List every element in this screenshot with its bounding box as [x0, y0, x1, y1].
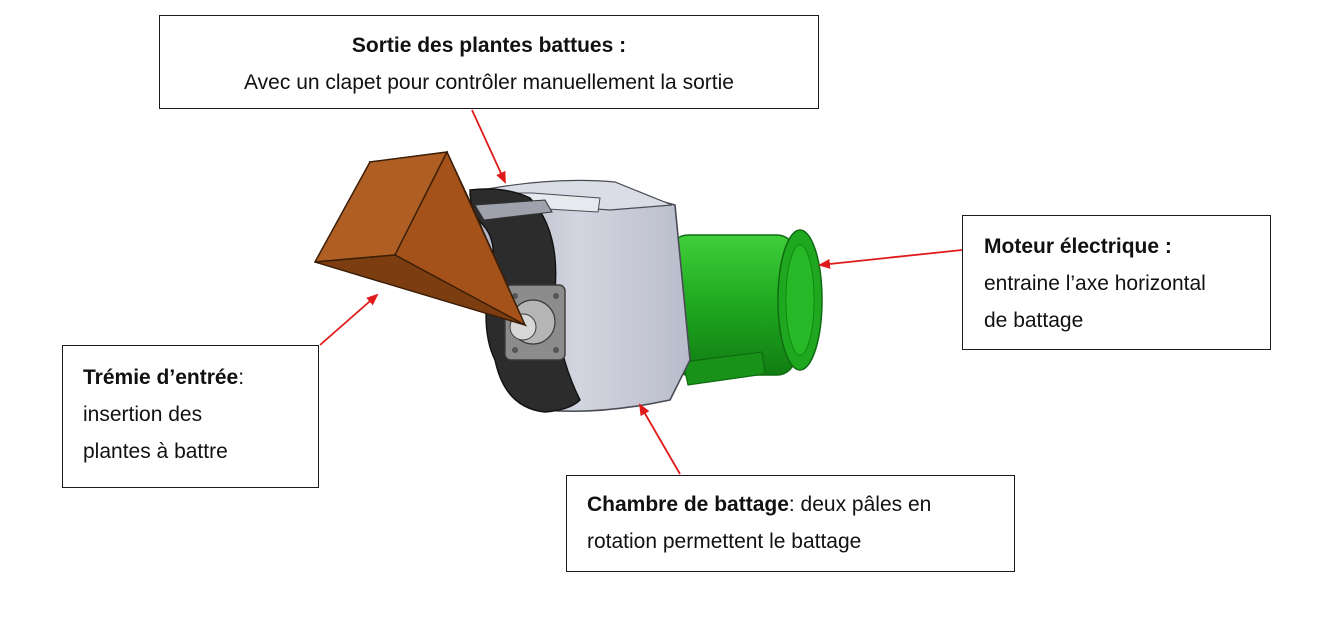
electric-motor — [669, 229, 823, 386]
callout-tremie-title: Trémie d’entrée — [83, 366, 239, 389]
entry-hopper — [313, 150, 528, 327]
threshing-housing — [468, 179, 691, 413]
bolt — [512, 293, 518, 299]
callout-chambre-title: Chambre de battage — [587, 493, 789, 516]
callout-moteur: Moteur électrique : entraine l’axe horiz… — [962, 215, 1271, 350]
callout-sortie-title: Sortie des plantes battues : — [351, 34, 627, 57]
callout-tremie: Trémie d’entrée: insertion des plantes à… — [62, 345, 319, 488]
motor-foot — [682, 351, 766, 386]
callout-chambre-suffix: : deux pâles en — [788, 493, 932, 516]
callout-moteur-title: Moteur électrique : — [984, 235, 1172, 258]
arrow-tremie — [319, 293, 379, 346]
callout-tremie-line1: insertion des — [83, 403, 203, 426]
arrow-chambre — [638, 403, 681, 475]
bolt — [553, 293, 559, 299]
outlet-flap — [474, 199, 553, 221]
callout-sortie: Sortie des plantes battues : Avec un cla… — [159, 15, 819, 109]
callout-moteur-line2: de battage — [984, 309, 1084, 332]
motor-end-face — [785, 244, 815, 356]
callout-tremie-suffix: : — [238, 366, 245, 389]
callout-moteur-line1: entraine l’axe horizontal — [984, 272, 1206, 295]
callout-sortie-text: Avec un clapet pour contrôler manuelleme… — [244, 71, 734, 94]
arrow-sortie — [471, 109, 506, 184]
callout-chambre: Chambre de battage: deux pâles en rotati… — [566, 475, 1015, 572]
callout-tremie-line2: plantes à battre — [83, 440, 228, 463]
hopper-bottom-face — [314, 254, 526, 326]
bolt — [512, 347, 518, 353]
arrow-moteur — [818, 249, 963, 269]
bolt — [553, 347, 559, 353]
callout-chambre-line2: rotation permettent le battage — [587, 530, 862, 553]
leader-arrows — [319, 109, 963, 475]
